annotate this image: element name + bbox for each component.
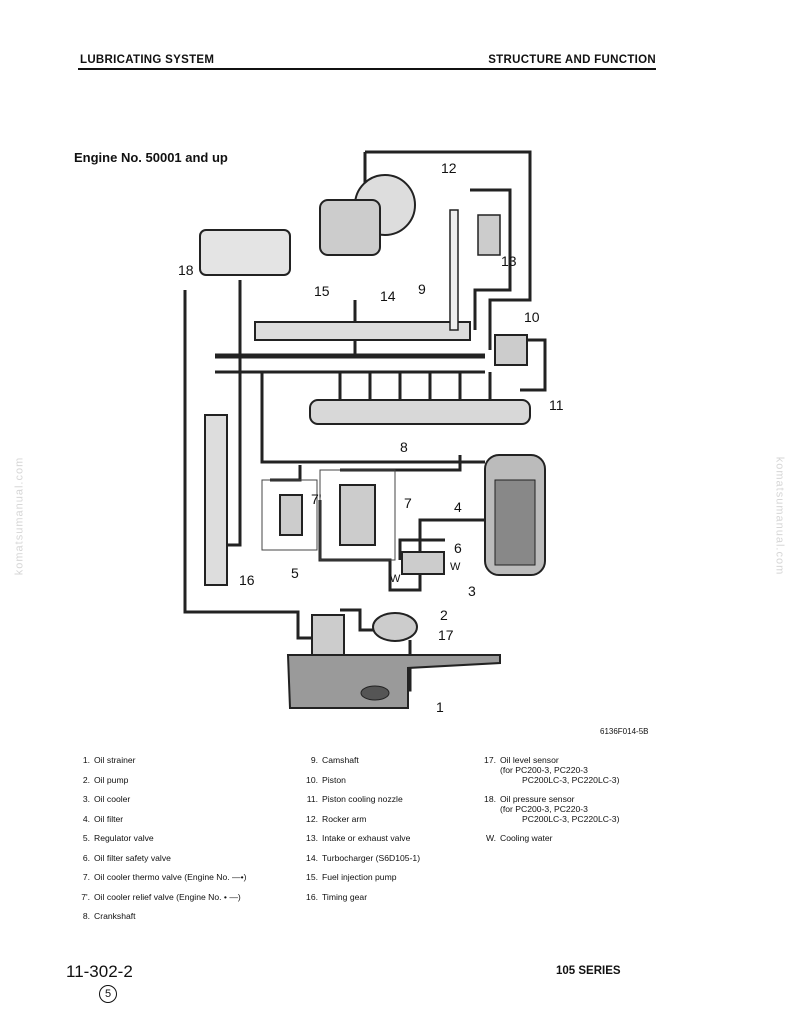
oil-cooler [401, 551, 445, 575]
callout-5: 5 [291, 565, 299, 581]
thermo-valve [339, 484, 376, 546]
callout-15: 15 [314, 283, 330, 299]
piston [494, 334, 528, 366]
callout-2: 2 [440, 607, 448, 623]
callout-9: 9 [418, 281, 426, 297]
callout-1: 1 [436, 699, 444, 715]
valve [477, 214, 501, 256]
oil-line-rocker [470, 188, 512, 330]
camshaft [254, 321, 471, 341]
callout-11: 11 [549, 397, 564, 413]
crankshaft [309, 399, 531, 425]
lubrication-diagram: 1 2 3 4 5 6 7 7' 8 9 10 11 12 13 14 15 1… [178, 150, 564, 715]
page-number: 11-302-2 [66, 962, 133, 981]
timing-gear [204, 414, 228, 586]
watermark-left: komatsumanual.com [13, 456, 26, 576]
oil-line-return [183, 290, 315, 640]
fuel-injection-pump [199, 229, 291, 276]
callout-7-prime: 7' [311, 491, 321, 507]
section-title: LUBRICATING SYSTEM [80, 54, 215, 66]
regulator-valve [311, 614, 345, 658]
oil-pump [372, 612, 418, 642]
callout-12: 12 [441, 160, 457, 176]
figure-code: 6136F014-5B [600, 727, 649, 736]
callout-16: 16 [239, 572, 255, 588]
callout-3: 3 [468, 583, 476, 599]
callout-14: 14 [380, 288, 396, 304]
revision-mark: 5 [99, 985, 117, 1003]
callout-w-right: W [450, 561, 461, 573]
callout-w-left: W [390, 573, 401, 585]
oil-pan [286, 654, 501, 709]
chapter-title: STRUCTURE AND FUNCTION [488, 54, 656, 66]
callout-7: 7 [404, 495, 412, 511]
oil-strainer [360, 685, 390, 701]
callout-13: 13 [501, 253, 517, 269]
oil-line-timing [228, 280, 242, 547]
callout-17: 17 [438, 627, 454, 643]
relief-valve [279, 494, 303, 536]
callout-8: 8 [400, 439, 408, 455]
oil-line-turbo [365, 150, 532, 350]
series-label: 105 SERIES [556, 965, 621, 977]
header-rule [78, 68, 656, 70]
callout-4: 4 [454, 499, 462, 515]
watermark-right: komatsumanual.com [773, 456, 786, 576]
oil-line-filter [260, 372, 485, 464]
diagram-subtitle: Engine No. 50001 and up [74, 150, 228, 165]
callout-6: 6 [454, 540, 462, 556]
callout-18: 18 [178, 262, 194, 278]
callout-10: 10 [524, 309, 540, 325]
